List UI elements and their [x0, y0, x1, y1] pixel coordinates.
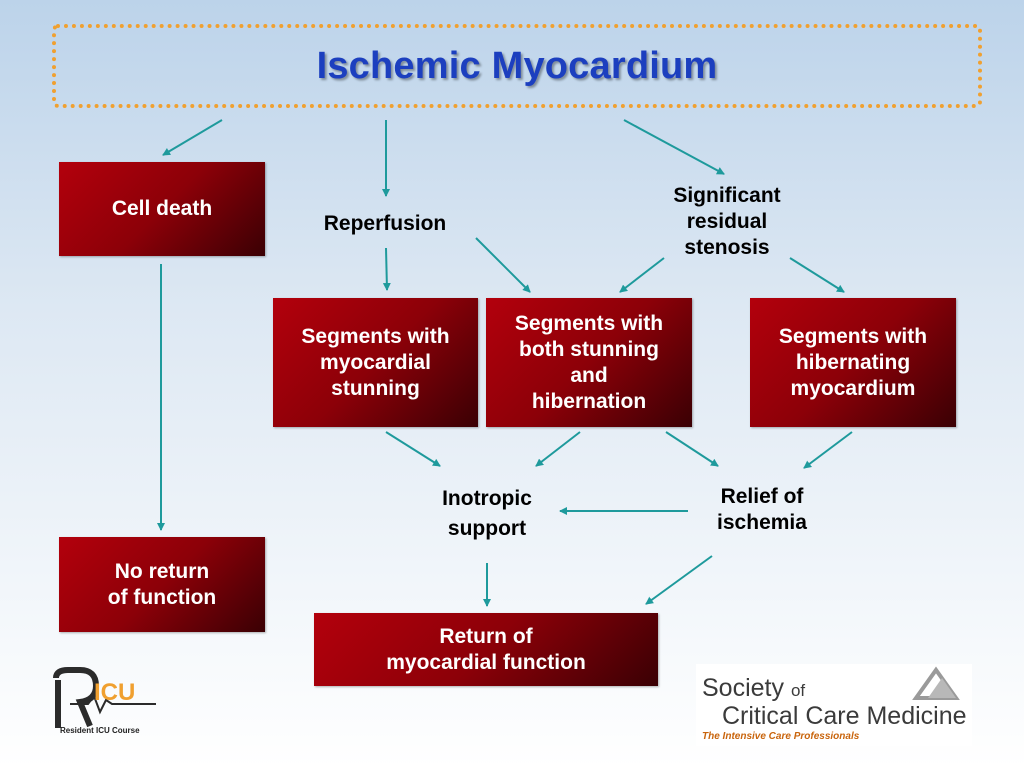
arrow-relief-to-return — [645, 555, 713, 605]
sccm-society-text: Society — [702, 674, 784, 702]
arrow-stenosis-to-both — [619, 257, 665, 293]
return-function-box: Return of myocardial function — [314, 613, 658, 686]
diagram-title: Ischemic Myocardium — [316, 44, 718, 87]
ricu-logo-icon: ICU — [53, 667, 156, 728]
sccm-tagline: The Intensive Care Professionals — [702, 731, 860, 742]
svg-text:ICU: ICU — [94, 679, 135, 706]
arrow-both-to-relief — [665, 431, 719, 467]
reperfusion-label: Reperfusion — [323, 212, 447, 235]
stenosis-label: Significant residual stenosis — [673, 184, 781, 259]
cell-death-box: Cell death — [59, 162, 265, 256]
resident-icu-logo: ICU Resident ICU Course — [44, 664, 164, 742]
both-box: Segments with both stunning and hibernat… — [486, 298, 692, 427]
title-box: Ischemic Myocardium — [52, 24, 982, 108]
hibernating-label: Segments with hibernating myocardium — [778, 324, 928, 400]
no-return-box: No return of function — [59, 537, 265, 632]
arrow-stenosis-to-hibernating — [789, 257, 845, 293]
relief-label: Relief of ischemia — [717, 485, 807, 534]
arrow-reperfusion-to-stunning — [382, 247, 391, 291]
both-label: Segments with both stunning and hibernat… — [514, 311, 664, 413]
stunning-box: Segments with myocardial stunning — [273, 298, 478, 427]
no-return-label: No return of function — [107, 559, 217, 609]
sccm-triangle-icon — [912, 666, 960, 700]
sccm-name-text: Critical Care Medicine — [722, 702, 967, 730]
stunning-label: Segments with myocardial stunning — [301, 324, 450, 400]
hibernating-box: Segments with hibernating myocardium — [750, 298, 956, 427]
return-function-label: Return of myocardial function — [386, 624, 586, 674]
sccm-of-text: of — [790, 681, 806, 700]
cell-death-label: Cell death — [111, 197, 213, 220]
ricu-logo-text: Resident ICU Course — [60, 726, 140, 735]
inotropic-label: Inotropic support — [442, 487, 532, 540]
arrow-reperfusion-to-both — [475, 237, 531, 293]
arrow-title-to-cell-death — [162, 119, 223, 156]
arrow-both-to-inotropic — [535, 431, 581, 467]
arrow-hibernating-to-relief — [803, 431, 853, 469]
arrow-title-to-stenosis — [623, 119, 725, 175]
sccm-logo: Society of Critical Care Medicine The In… — [696, 664, 972, 746]
arrow-stunning-to-inotropic — [385, 431, 441, 467]
